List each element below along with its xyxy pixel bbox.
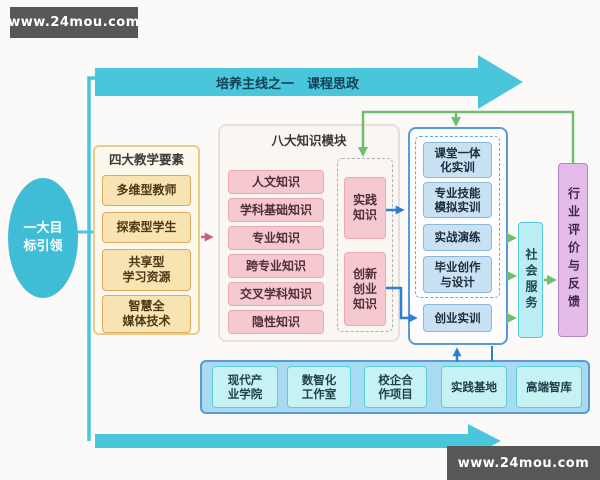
knowledge-box: 交叉学科知识 [228,282,324,306]
knowledge-box: 人文知识 [228,170,324,194]
top-arrow-label: 培养主线之一 课程思政 [215,77,359,92]
goal-ellipse: 一大目 标引领 [8,178,78,298]
eight-modules-title: 八大知识模块 [271,132,347,148]
knowledge-box: 跨专业知识 [228,254,324,278]
training-box: 实战演练 [423,224,492,251]
watermark-bottom-right: www.24mou.com [447,446,600,480]
platform-box: 实践基地 [441,366,507,408]
training-box: 专业技能 模拟实训 [423,182,492,218]
four-elements-title: 四大教学要素 [108,151,184,167]
platform-box: 校企合 作项目 [364,366,427,408]
element-box: 多维型教师 [102,175,191,206]
platform-box: 数智化 工作室 [287,366,351,408]
practice-knowledge-box: 实践 知识 [344,177,386,239]
knowledge-box: 专业知识 [228,226,324,250]
element-box: 共享型 学习资源 [102,249,191,291]
training-box: 课堂一体 化实训 [423,142,492,178]
social-service-box: 社会服务 [518,222,543,338]
knowledge-box: 隐性知识 [228,310,324,334]
element-box: 探索型学生 [102,212,191,243]
watermark-top-left: www.24mou.com [8,7,139,38]
training-box: 毕业创作 与设计 [423,256,492,293]
platform-box: 现代产 业学院 [212,366,278,408]
entrepreneurship-training-box: 创业实训 [423,304,492,332]
industry-feedback-box: 行业评价与反馈 [558,163,588,337]
element-box: 智慧全 媒体技术 [102,295,191,333]
knowledge-box: 学科基础知识 [228,198,324,222]
platform-box: 高端智库 [516,366,582,408]
innovation-knowledge-box: 创新 创业 知识 [344,252,386,326]
